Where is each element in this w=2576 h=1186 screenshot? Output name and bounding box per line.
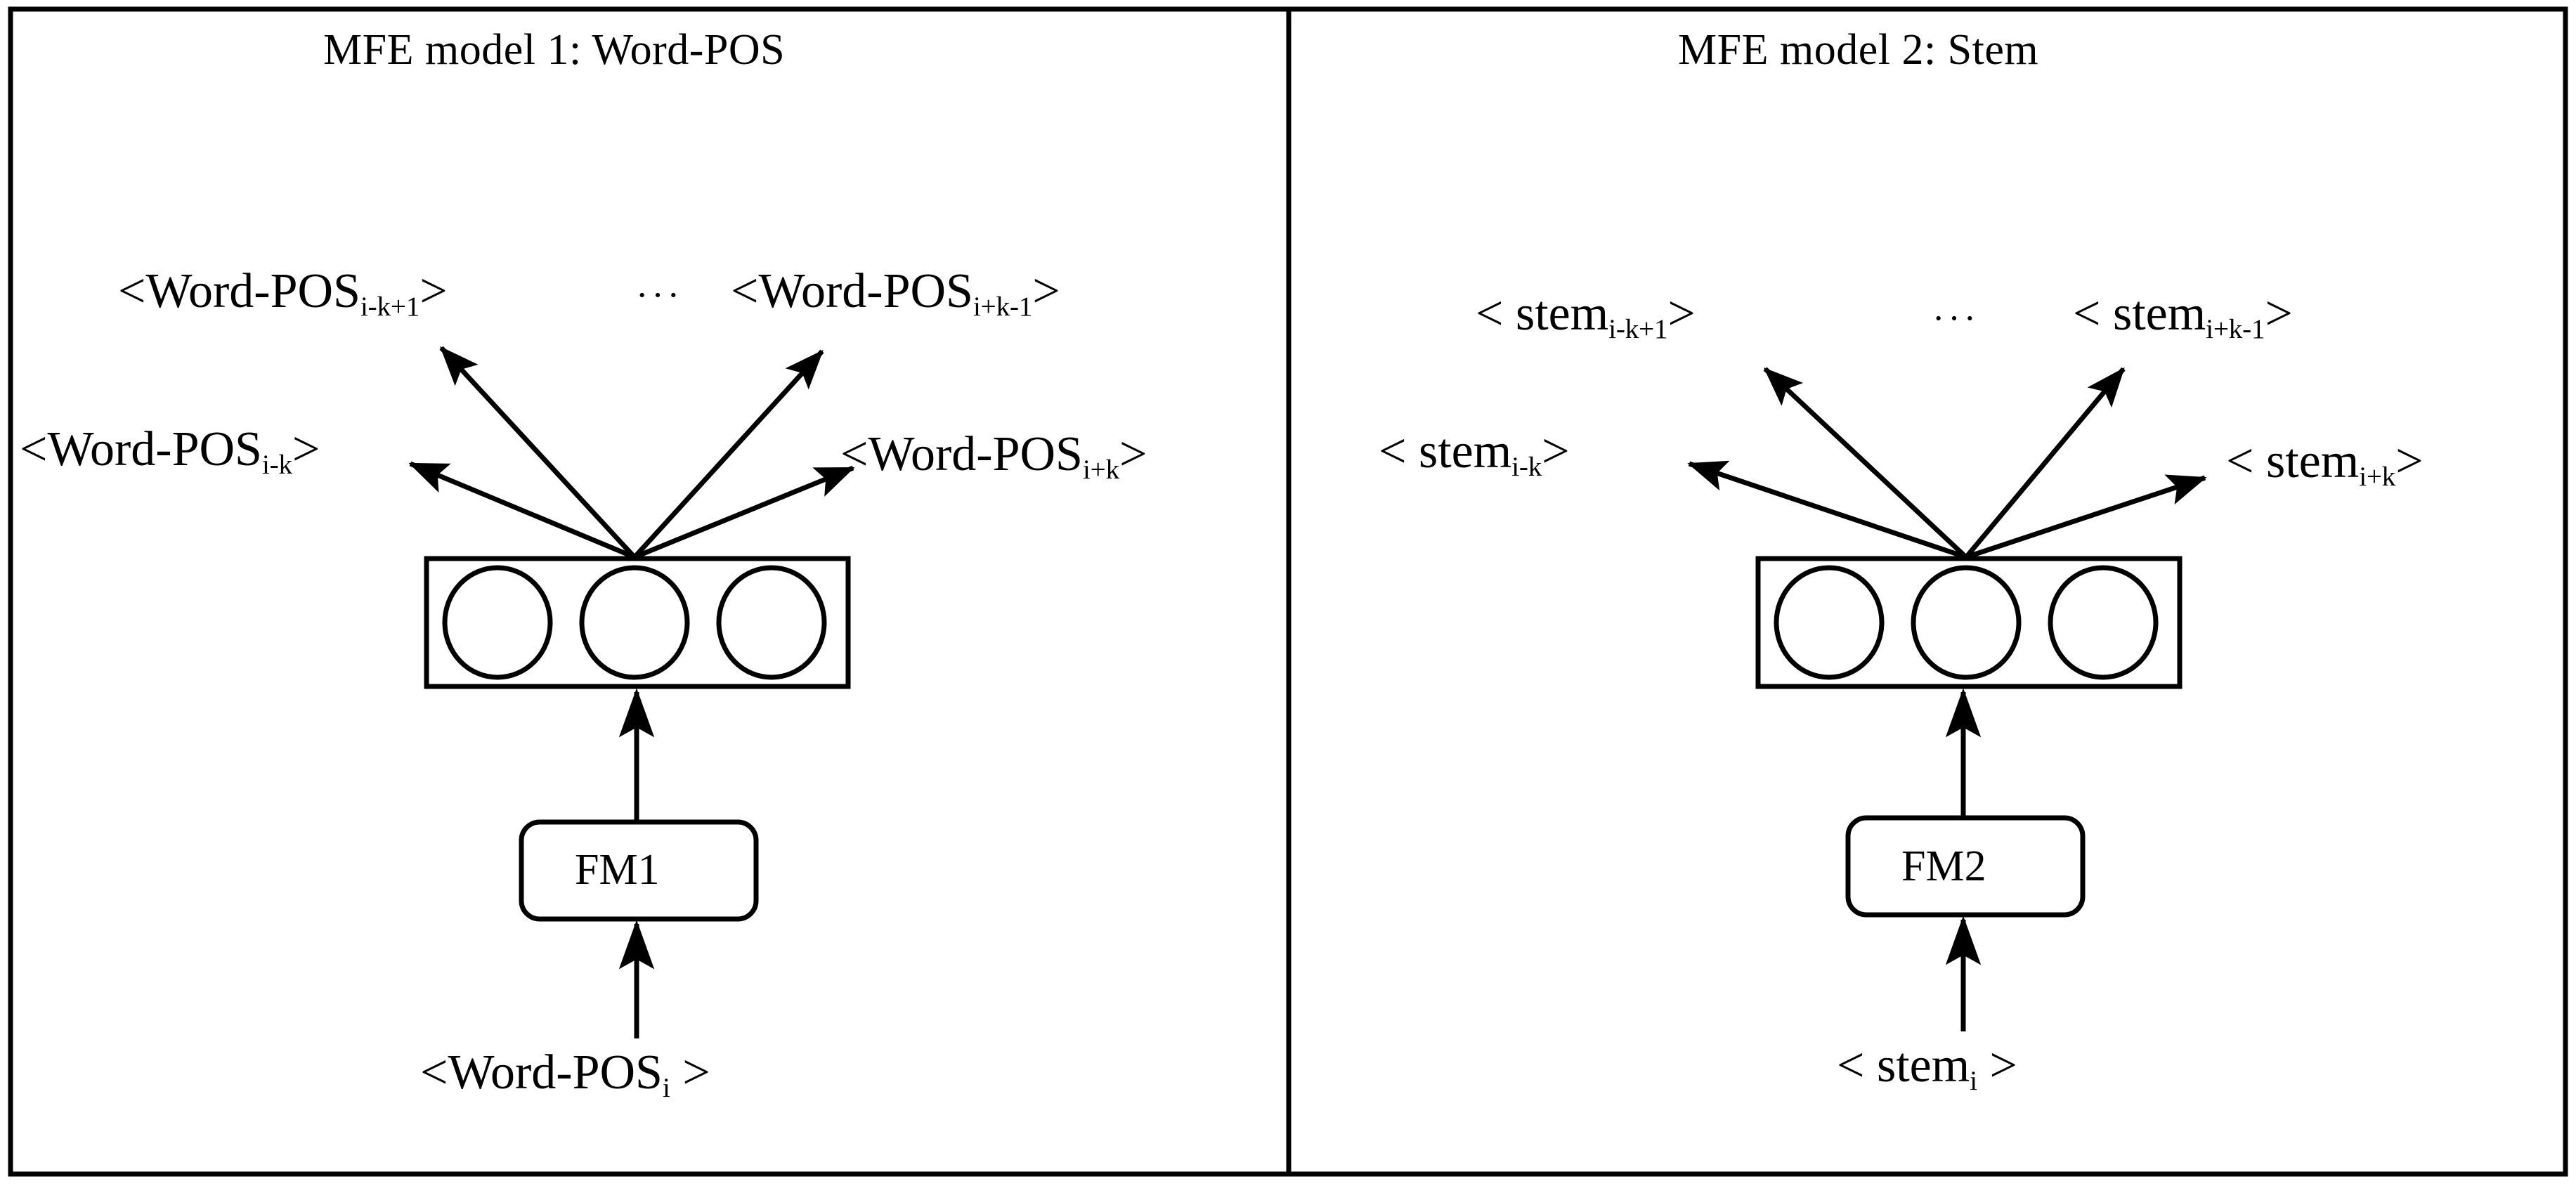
right-feature-module-label: FM2 <box>1901 842 1986 890</box>
right-arrow-to-mid-right <box>1965 474 2207 560</box>
left-arrow-to-mid-left <box>408 461 636 560</box>
right-hidden-unit-3 <box>2048 565 2159 680</box>
right-output-token-top-left: < stemi-k+1> <box>1476 287 1696 343</box>
token-subscript: i+k <box>2359 461 2396 492</box>
left-output-token-mid-left: <Word-POSi-k> <box>20 422 320 478</box>
token-close: > <box>419 264 448 318</box>
right-arrow-to-mid-left <box>1687 460 1967 560</box>
token-base: < stem <box>1837 1038 1970 1093</box>
token-close: > <box>292 422 320 476</box>
right-output-token-mid-left: < stemi-k> <box>1379 424 1570 481</box>
right-panel-title: MFE model 2: Stem <box>1678 26 2039 74</box>
token-subscript: i <box>662 1072 670 1103</box>
token-subscript: i-k <box>261 449 292 480</box>
right-arrow-to-top-right <box>1964 367 2126 559</box>
left-arrow-to-mid-right <box>633 465 855 560</box>
token-close: > <box>2265 287 2293 341</box>
right-hidden-unit-1 <box>1774 565 1885 680</box>
left-hidden-unit-2 <box>579 565 690 680</box>
right-ellipsis: ··· <box>1932 299 1979 339</box>
token-subscript: i-k+1 <box>360 291 420 322</box>
left-ellipsis: ··· <box>636 275 683 315</box>
left-hidden-unit-3 <box>716 565 827 680</box>
right-output-token-mid-right: < stemi+k> <box>2226 434 2424 490</box>
left-panel-title: MFE model 1: Word-POS <box>323 26 786 74</box>
token-subscript: i-k+1 <box>1608 313 1668 344</box>
left-output-token-top-right: <Word-POSi+k-1> <box>731 264 1060 320</box>
right-arrow-to-top-left <box>1763 367 1968 559</box>
left-output-token-mid-right: <Word-POSi+k> <box>840 427 1147 483</box>
token-subscript: i+k-1 <box>2206 313 2265 344</box>
token-base: < stem <box>2226 434 2360 488</box>
left-arrow-to-top-right <box>632 349 824 559</box>
left-output-token-top-left: <Word-POSi-k+1> <box>118 264 448 320</box>
token-close: > <box>1542 424 1570 478</box>
token-subscript: i+k <box>1082 454 1119 485</box>
token-base: <Word-POS <box>420 1045 663 1100</box>
left-hidden-unit-1 <box>442 565 553 680</box>
left-arrow-to-top-left <box>439 346 637 559</box>
token-close: > <box>1667 287 1696 341</box>
token-close: > <box>1977 1038 2017 1093</box>
token-subscript: i <box>1970 1065 1977 1096</box>
token-base: < stem <box>1476 287 1609 341</box>
right-input-token: < stemi > <box>1837 1038 2017 1095</box>
right-hidden-layer-box <box>1755 556 2183 689</box>
token-base: < stem <box>2073 287 2206 341</box>
token-base: <Word-POS <box>20 422 262 476</box>
left-input-token: <Word-POSi > <box>420 1045 710 1102</box>
token-base: <Word-POS <box>840 427 1083 481</box>
right-output-token-top-right: < stemi+k-1> <box>2073 287 2293 343</box>
token-base: <Word-POS <box>731 264 973 318</box>
token-close: > <box>1119 427 1147 481</box>
left-feature-module-label: FM1 <box>575 846 660 894</box>
token-close: > <box>1032 264 1060 318</box>
token-subscript: i+k-1 <box>972 291 1033 322</box>
token-subscript: i-k <box>1511 451 1542 482</box>
token-close: > <box>670 1045 710 1100</box>
right-hidden-unit-2 <box>1911 565 2022 680</box>
token-close: > <box>2395 434 2424 488</box>
token-base: < stem <box>1379 424 1512 478</box>
token-base: <Word-POS <box>118 264 360 318</box>
left-hidden-layer-box <box>424 556 851 689</box>
